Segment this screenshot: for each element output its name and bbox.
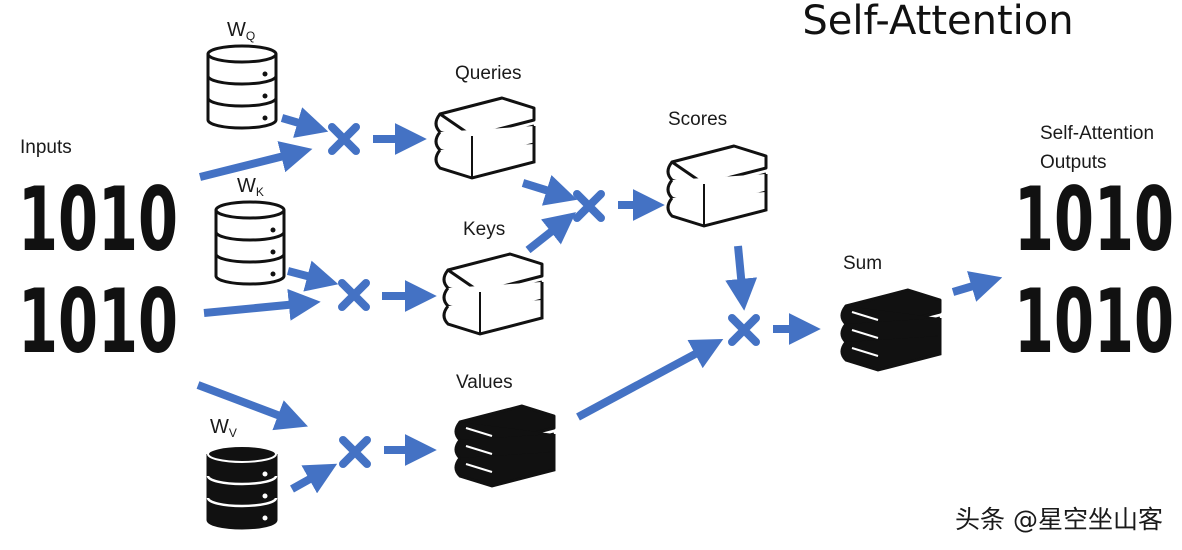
multiply-q-icon <box>332 127 356 151</box>
input-bits-row-1: 1010 <box>18 168 178 271</box>
queries-books-icon <box>434 96 536 180</box>
wk-label: WK <box>237 175 264 199</box>
arrow-keys-to-mult-s <box>525 212 577 254</box>
input-bits-row-2: 1010 <box>18 270 178 373</box>
values-books-icon <box>454 404 556 488</box>
values-label: Values <box>456 372 513 393</box>
arrow-input-to-wv <box>196 381 308 431</box>
multiply-v-icon <box>343 440 367 464</box>
multiply-scores-icon <box>577 194 601 218</box>
multiply-sum-icon <box>732 318 756 342</box>
wq-label: WQ <box>227 19 255 43</box>
arrow-values-to-mult-sum <box>576 338 724 421</box>
queries-label: Queries <box>455 63 522 84</box>
arrow-input-to-mult-q <box>199 141 313 181</box>
watermark: 头条 @星空坐山客 <box>955 505 1163 534</box>
output-bits-row-1: 1010 <box>1014 168 1174 271</box>
sum-books-icon <box>840 288 942 372</box>
arrow-wv-to-mult <box>290 463 338 494</box>
arrow-wq-to-mult <box>280 107 329 138</box>
inputs-label: Inputs <box>20 137 72 158</box>
wk-database-icon <box>214 200 286 286</box>
keys-books-icon <box>442 252 544 336</box>
outputs-label-line1: Self-Attention <box>1040 123 1154 144</box>
wq-database-icon <box>206 44 278 130</box>
multiply-k-icon <box>342 283 366 307</box>
outputs-label-line2: Outputs <box>1040 152 1107 173</box>
wv-database-icon <box>206 444 278 530</box>
arrow-input-to-mult-k <box>203 288 321 321</box>
keys-label: Keys <box>463 219 505 240</box>
arrow-queries-to-mult-s <box>521 175 578 206</box>
arrow-wk-to-mult <box>286 260 339 292</box>
scores-label: Scores <box>668 109 727 130</box>
wv-label: WV <box>210 416 237 440</box>
diagram-title: Self-Attention <box>802 0 1073 44</box>
scores-books-icon <box>666 144 768 228</box>
sum-label: Sum <box>843 253 882 274</box>
output-bits-row-2: 1010 <box>1014 270 1174 373</box>
arrow-scores-to-mult-sum <box>725 245 758 311</box>
arrow-sum-to-outputs <box>951 271 1003 302</box>
